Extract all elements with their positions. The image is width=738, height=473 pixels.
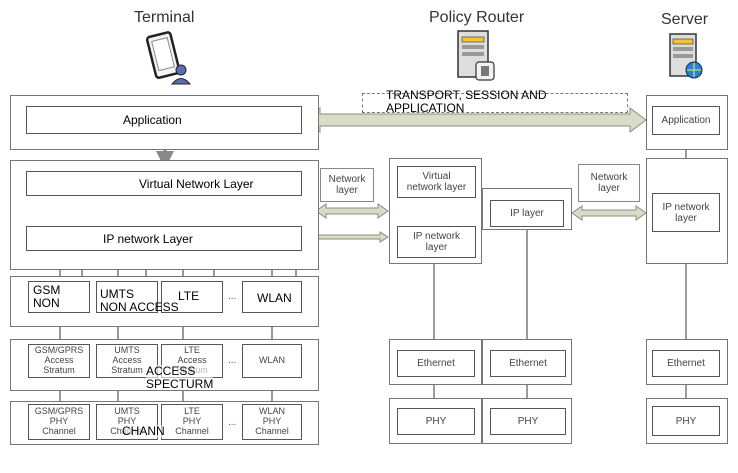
server-phy-box: PHY bbox=[652, 406, 720, 436]
right-network-arrow bbox=[571, 205, 647, 221]
nas-ellipsis: ... bbox=[228, 291, 237, 302]
gsm-phy-box: GSM/GPRS PHY Channel bbox=[28, 404, 90, 440]
gsm-stratum-box: GSM/GPRS Access Stratum bbox=[28, 344, 90, 378]
heading-terminal: Terminal bbox=[134, 9, 195, 26]
router-phy-2: PHY bbox=[490, 408, 566, 435]
router-ethernet-1: Ethernet bbox=[397, 350, 475, 377]
umts-nas-box bbox=[96, 281, 158, 313]
mobile-device-user-icon bbox=[145, 31, 192, 85]
server-globe-icon bbox=[669, 33, 703, 79]
terminal-virtual-network-label: Virtual Network Layer bbox=[139, 177, 254, 191]
wlan-stratum-box: WLAN bbox=[242, 344, 302, 378]
terminal-virtual-network-box bbox=[26, 171, 302, 196]
heading-policy-router: Policy Router bbox=[429, 9, 525, 26]
terminal-application-label: Application bbox=[123, 113, 182, 127]
server-application-box: Application bbox=[652, 106, 720, 135]
gsm-nas-label: GSM NON bbox=[33, 283, 61, 310]
server-ip-network-box: IP network layer bbox=[652, 193, 720, 232]
umts-nas-label: UMTS NON ACCESS bbox=[100, 287, 179, 314]
transport-session-strip bbox=[362, 93, 628, 113]
terminal-ip-network-box bbox=[26, 226, 302, 251]
heading-server: Server bbox=[661, 11, 709, 28]
server-ethernet-box: Ethernet bbox=[652, 350, 720, 377]
terminal-ip-network-label: IP network Layer bbox=[103, 232, 193, 246]
network-layer-right-box: Network layer bbox=[578, 164, 640, 202]
router-ethernet-2: Ethernet bbox=[490, 350, 566, 377]
access-spectrum-label: ACCESS SPECTURM bbox=[146, 364, 214, 391]
wlan-interface-box bbox=[242, 281, 302, 313]
left-network-arrow-1 bbox=[315, 203, 389, 219]
terminal-application-box bbox=[26, 106, 302, 134]
wlan-phy-box: WLAN PHY Channel bbox=[242, 404, 302, 440]
wlan-nas-label: WLAN bbox=[257, 291, 292, 305]
router-server-icon bbox=[457, 30, 495, 81]
router-ip-network-box: IP network layer bbox=[397, 226, 476, 258]
lte-nas-box bbox=[161, 281, 223, 313]
router-ip-layer-box: IP layer bbox=[490, 200, 564, 227]
network-layer-left-box: Network layer bbox=[320, 168, 374, 202]
router-phy-1: PHY bbox=[397, 408, 475, 435]
lte-phy-box: LTE PHY Channel bbox=[161, 404, 223, 440]
gsm-nas-box bbox=[28, 281, 90, 313]
transport-session-label: TRANSPORT, SESSION AND APPLICATION bbox=[386, 88, 547, 115]
router-virtual-network-box: Virtual network layer bbox=[397, 166, 476, 198]
lte-nas-label: LTE bbox=[178, 289, 200, 303]
chann-label: CHANN bbox=[122, 424, 165, 438]
phy-ellipsis: ... bbox=[228, 417, 237, 428]
stratum-ellipsis: ... bbox=[228, 355, 237, 366]
